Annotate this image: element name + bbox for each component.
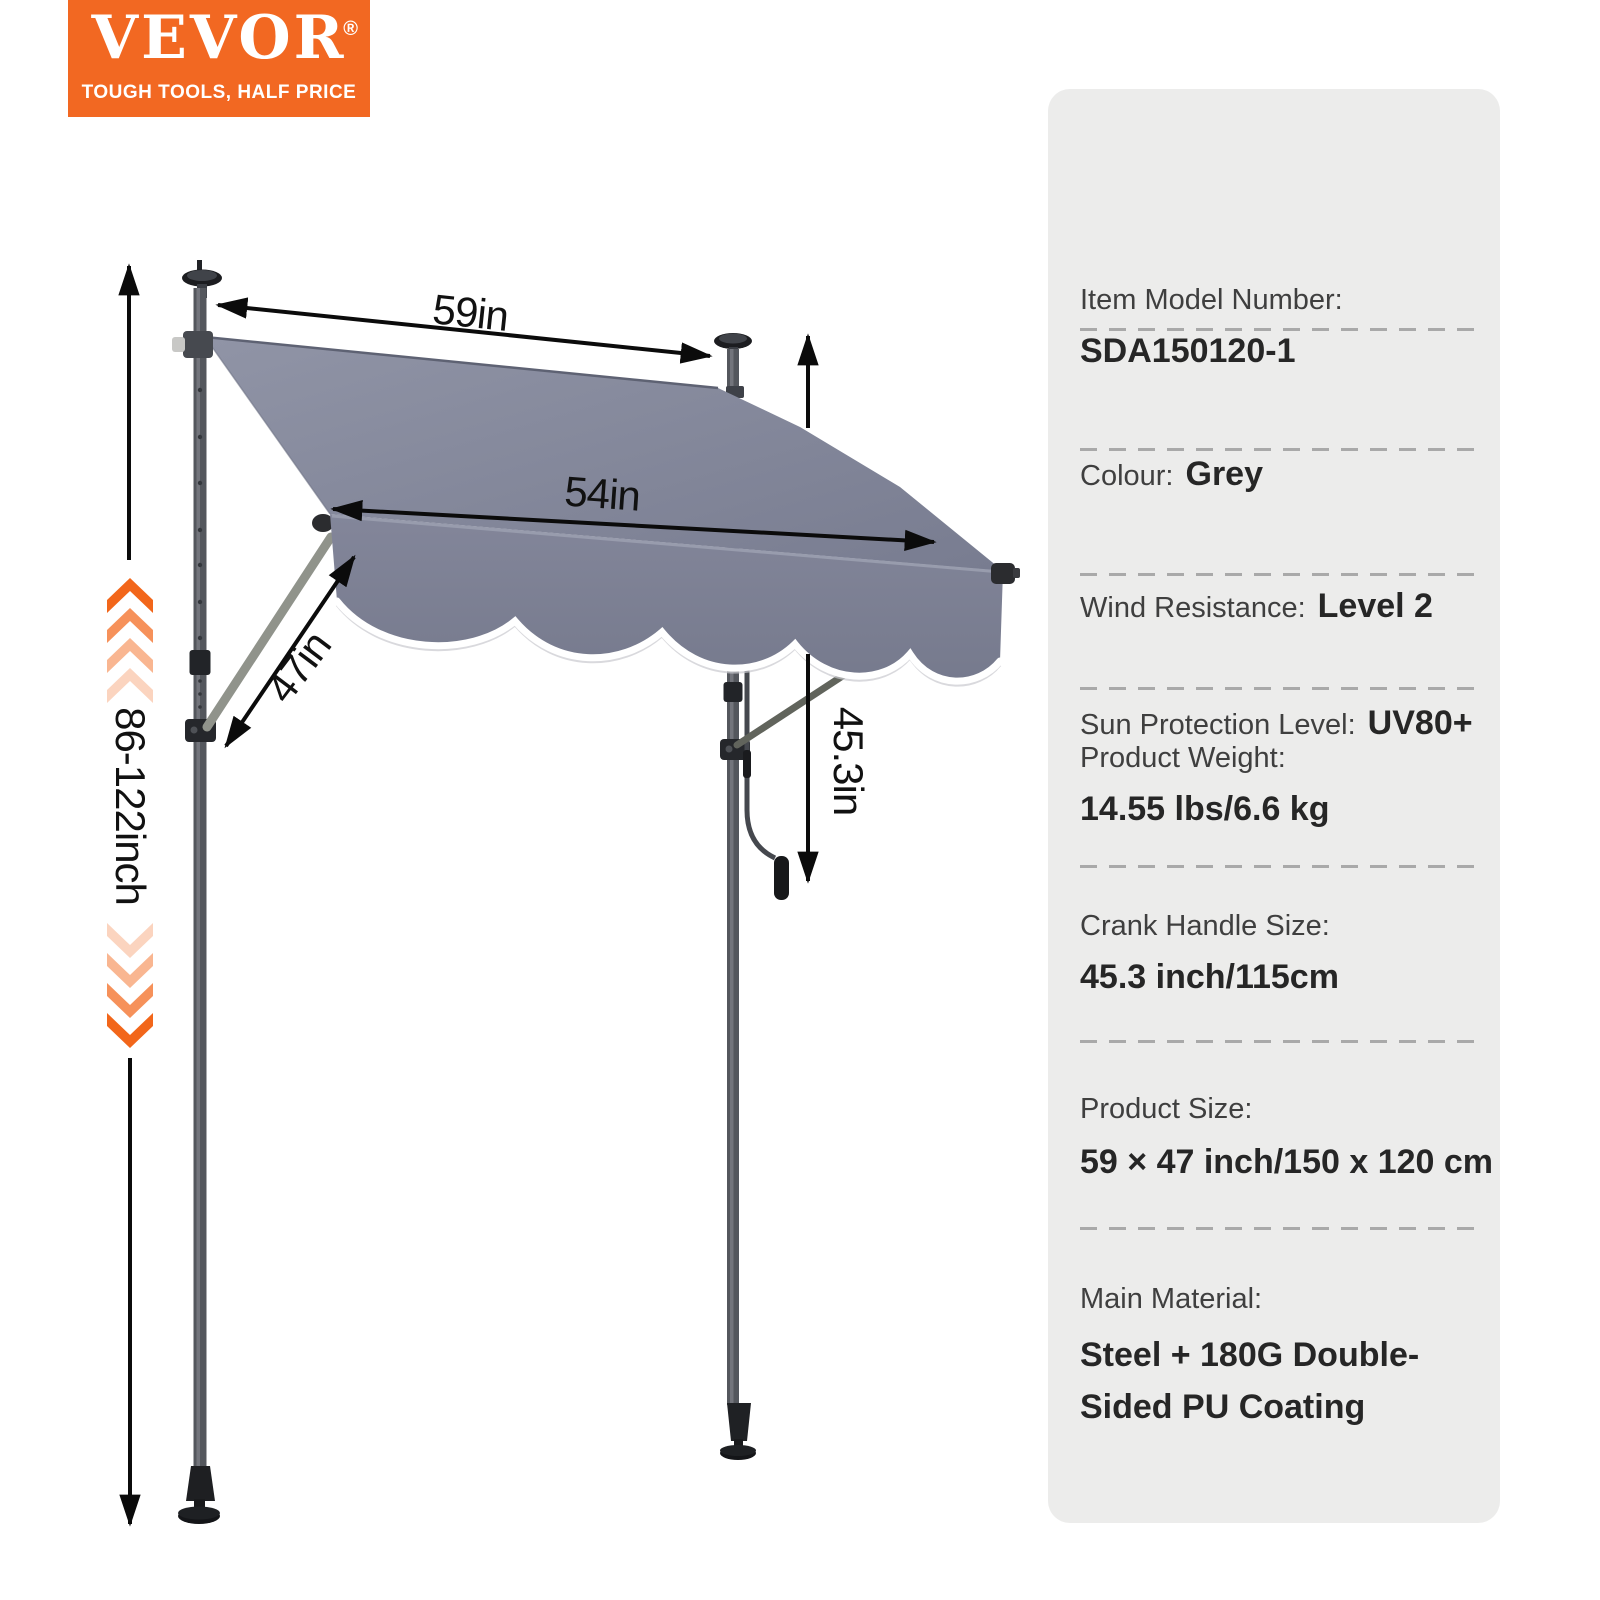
pole-collar	[189, 650, 211, 675]
vevor-logo: VEVOR ® TOUGH TOOLS, HALF PRICE	[68, 0, 370, 117]
height-dimension	[118, 263, 141, 1527]
brand-text: VEVOR	[91, 3, 347, 73]
spec-row-wind: Wind Resistance: Level 2	[1080, 587, 1433, 626]
spec-label-crank: Crank Handle Size:	[1080, 910, 1330, 942]
crank-length-label: 45.3in	[825, 707, 872, 815]
spec-label-size: Product Size:	[1080, 1093, 1253, 1125]
crank-handle	[743, 637, 789, 900]
spec-row-uv: Sun Protection Level: UV80+	[1080, 704, 1473, 743]
pole-adjustment-holes	[197, 387, 203, 709]
spec-label-uv: Sun Protection Level:	[1080, 709, 1356, 741]
spec-value-wind: Level 2	[1317, 587, 1433, 625]
spec-value-uv: UV80+	[1367, 704, 1473, 742]
separator	[1080, 865, 1478, 868]
spec-value-weight: 14.55 lbs/6.6 kg	[1080, 790, 1330, 828]
brand-tagline: TOUGH TOOLS, HALF PRICE	[81, 82, 357, 103]
crank-grip	[774, 856, 789, 900]
spec-label-weight: Product Weight:	[1080, 742, 1286, 774]
dim-54in-arrow	[330, 499, 937, 552]
roller-left-cap	[312, 514, 334, 532]
spec-value-size: 59 × 47 inch/150 x 120 cm	[1080, 1143, 1494, 1181]
chevron-up-icon	[107, 578, 153, 703]
dim-47in-arrow	[224, 554, 356, 749]
spec-value-crank: 45.3 inch/115cm	[1080, 958, 1339, 996]
height-range-label: 86-122inch	[107, 707, 154, 905]
separator	[1080, 448, 1478, 451]
spec-value-colour: Grey	[1185, 455, 1264, 493]
spec-value-material: Steel + 180G Double-Sided PU Coating	[1080, 1336, 1420, 1426]
dimension-arrows	[215, 297, 937, 884]
pole-collar	[723, 682, 743, 702]
dim-59in-arrow	[215, 297, 713, 364]
registered-mark: ®	[343, 18, 358, 40]
separator	[1080, 573, 1478, 576]
roller-right-cap	[991, 563, 1015, 584]
spec-value-model: SDA150120-1	[1080, 332, 1296, 370]
left-pole	[178, 260, 222, 1524]
top-width-label: 59in	[430, 285, 510, 340]
spec-row-colour: Colour: Grey	[1080, 455, 1263, 494]
separator	[1080, 1227, 1478, 1230]
spec-label-wind: Wind Resistance:	[1080, 592, 1306, 624]
valance-trim	[333, 597, 1004, 685]
separator	[1080, 328, 1478, 331]
front-width-label: 54in	[563, 468, 642, 520]
separator	[1080, 687, 1478, 690]
separator	[1080, 1040, 1478, 1043]
spec-label-colour: Colour:	[1080, 460, 1174, 492]
chevron-down-icon	[107, 923, 153, 1048]
spec-panel: Item Model Number: SDA150120-1 Colour: G…	[1048, 89, 1500, 1523]
awning-canopy	[172, 331, 1003, 571]
spec-label-material: Main Material:	[1080, 1283, 1263, 1315]
spec-label-model: Item Model Number:	[1080, 284, 1343, 316]
canopy-pole-clamp	[183, 331, 213, 358]
